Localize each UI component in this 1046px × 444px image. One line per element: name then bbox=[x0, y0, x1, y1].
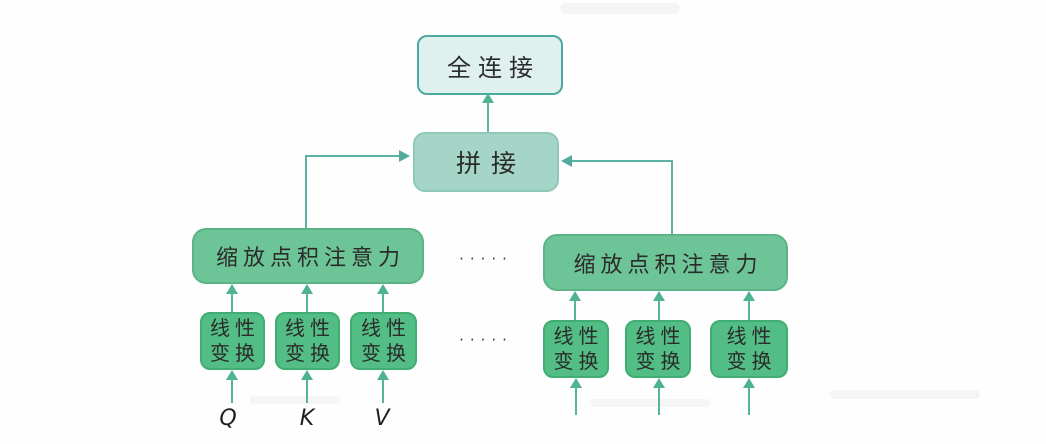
arrow-input-right-1-head bbox=[570, 378, 582, 388]
scan-smudge bbox=[250, 396, 340, 404]
node-linear-left-2-line2: 变换 bbox=[285, 341, 335, 365]
scan-smudge bbox=[560, 3, 680, 14]
connector-left-horizontal-line bbox=[305, 155, 400, 157]
node-linear-right-2: 线性 变换 bbox=[625, 320, 691, 378]
node-fully-connected-label: 全连接 bbox=[447, 53, 540, 82]
input-label-v: V bbox=[374, 406, 390, 431]
input-label-k: K bbox=[299, 406, 315, 431]
arrow-linear-right-3-to-attention-head bbox=[743, 291, 755, 301]
arrow-linear-left-2-to-attention-head bbox=[301, 284, 313, 294]
arrow-linear-right-1-to-attention-line bbox=[574, 300, 576, 320]
scan-smudge bbox=[830, 390, 980, 399]
connector-right-arrowhead bbox=[561, 155, 572, 167]
node-linear-left-1-line1: 线性 bbox=[210, 316, 260, 340]
node-linear-left-3-line2: 变换 bbox=[361, 341, 411, 365]
arrow-input-right-3-line bbox=[748, 387, 750, 415]
connector-right-vertical-line bbox=[671, 160, 673, 234]
node-concat-label: 拼接 bbox=[455, 149, 526, 178]
arrow-linear-left-3-to-attention-head bbox=[377, 284, 389, 294]
arrow-input-right-2-head bbox=[653, 378, 665, 388]
node-attention-right-label: 缩放点积注意力 bbox=[573, 252, 763, 278]
arrow-concat-to-fc-head bbox=[482, 93, 494, 103]
arrow-v-to-linear-line bbox=[382, 379, 384, 403]
node-linear-left-1: 线性 变换 bbox=[200, 312, 265, 370]
node-linear-right-1-line1: 线性 bbox=[553, 324, 604, 348]
connector-right-horizontal-line bbox=[572, 160, 673, 162]
node-attention-right: 缩放点积注意力 bbox=[543, 234, 788, 291]
arrow-linear-right-3-to-attention-line bbox=[748, 300, 750, 320]
arrow-linear-left-1-to-attention-head bbox=[226, 284, 238, 294]
node-linear-left-1-line2: 变换 bbox=[210, 341, 260, 365]
connector-left-vertical-line bbox=[305, 155, 307, 228]
node-linear-right-3: 线性 变换 bbox=[710, 320, 788, 378]
arrow-k-to-linear-line bbox=[306, 379, 308, 403]
node-linear-right-2-line1: 线性 bbox=[635, 324, 686, 348]
arrow-q-to-linear-head bbox=[226, 370, 238, 380]
arrow-v-to-linear-head bbox=[377, 370, 389, 380]
arrow-concat-to-fc-line bbox=[487, 102, 489, 132]
node-concat: 拼接 bbox=[413, 132, 559, 192]
node-fully-connected: 全连接 bbox=[417, 35, 563, 95]
node-linear-left-2: 线性 变换 bbox=[275, 312, 340, 370]
arrow-input-right-2-line bbox=[658, 387, 660, 415]
node-linear-right-3-line1: 线性 bbox=[726, 324, 777, 348]
node-linear-right-2-line2: 变换 bbox=[635, 349, 686, 373]
node-linear-left-3-line1: 线性 bbox=[361, 316, 411, 340]
arrow-linear-right-2-to-attention-line bbox=[658, 300, 660, 320]
arrow-linear-left-1-to-attention-line bbox=[231, 293, 233, 312]
arrow-linear-left-2-to-attention-line bbox=[306, 293, 308, 312]
node-attention-left-label: 缩放点积注意力 bbox=[215, 246, 405, 271]
ellipsis-attention-row: ····· bbox=[459, 250, 513, 268]
arrow-q-to-linear-line bbox=[231, 379, 233, 403]
arrow-k-to-linear-head bbox=[301, 370, 313, 380]
node-linear-right-1-line2: 变换 bbox=[553, 349, 604, 373]
node-linear-left-2-line1: 线性 bbox=[285, 316, 335, 340]
node-attention-left: 缩放点积注意力 bbox=[192, 228, 424, 284]
ellipsis-linear-row: ····· bbox=[459, 331, 513, 349]
node-linear-right-3-line2: 变换 bbox=[726, 349, 777, 373]
node-linear-left-3: 线性 变换 bbox=[350, 312, 417, 370]
node-linear-right-1: 线性 变换 bbox=[543, 320, 609, 378]
connector-left-arrowhead bbox=[399, 150, 410, 162]
arrow-linear-right-1-to-attention-head bbox=[569, 291, 581, 301]
arrow-linear-right-2-to-attention-head bbox=[653, 291, 665, 301]
scan-smudge bbox=[590, 399, 710, 407]
arrow-input-right-1-line bbox=[575, 387, 577, 415]
arrow-input-right-3-head bbox=[743, 378, 755, 388]
arrow-linear-left-3-to-attention-line bbox=[382, 293, 384, 312]
input-label-q: Q bbox=[219, 406, 237, 431]
